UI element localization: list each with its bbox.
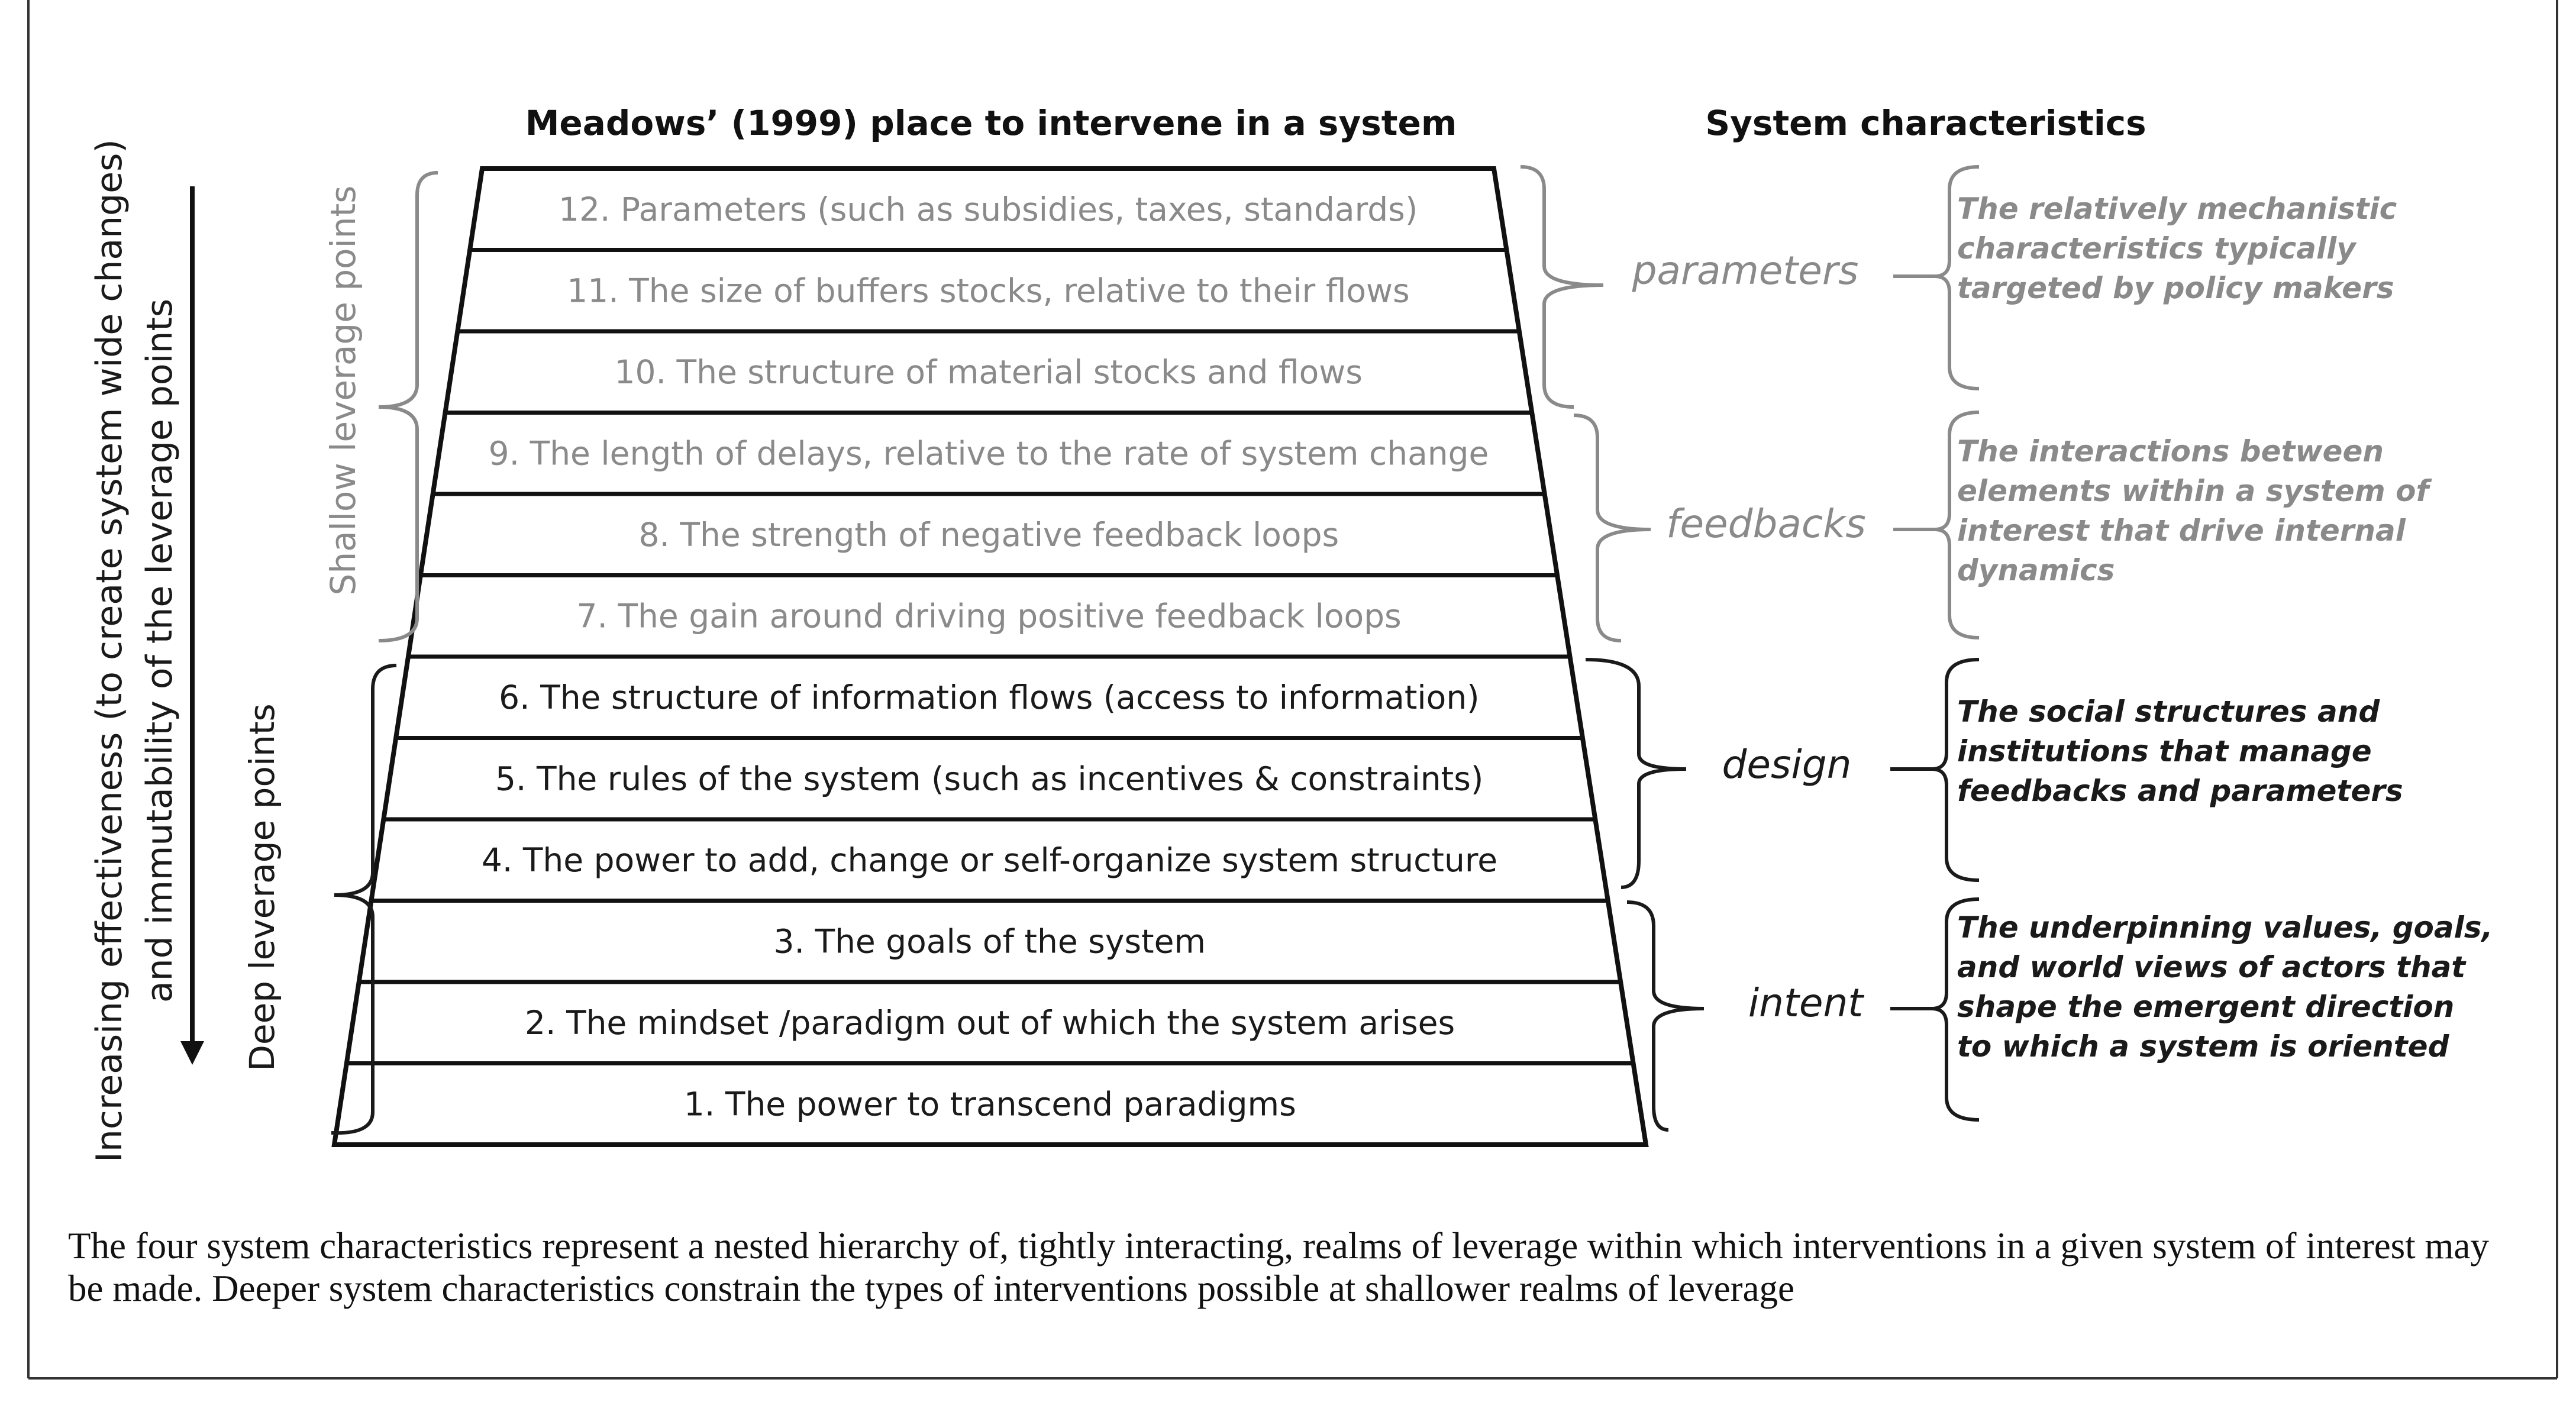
lever-row-label: 10. The structure of material stocks and… bbox=[615, 353, 1363, 391]
description-line: The underpinning values, goals, bbox=[1957, 910, 2493, 945]
lever-row-label: 9. The length of delays, relative to the… bbox=[489, 434, 1489, 472]
realm-parameters: parameters bbox=[1632, 248, 1859, 293]
description-line: institutions that manage bbox=[1957, 734, 2372, 768]
realm-descriptions: The relatively mechanistic characteristic… bbox=[1957, 192, 2493, 1064]
description-line: targeted by policy makers bbox=[1957, 271, 2394, 305]
lever-row-label: 12. Parameters (such as subsidies, taxes… bbox=[559, 190, 1418, 228]
lever-row-label: 4. The power to add, change or self-orga… bbox=[482, 841, 1497, 879]
description-line: The interactions between bbox=[1957, 434, 2384, 469]
description-line: feedbacks and parameters bbox=[1957, 774, 2403, 808]
description-line: dynamics bbox=[1957, 553, 2115, 587]
shallow-bracket bbox=[378, 171, 438, 642]
lever-row-label: 5. The rules of the system (such as ince… bbox=[495, 760, 1483, 797]
lever-row-label: 2. The mindset /paradigm out of which th… bbox=[525, 1004, 1455, 1042]
shallow-leverage-label: Shallow leverage points bbox=[323, 186, 363, 596]
deep-bracket bbox=[331, 664, 397, 1135]
lever-row-label: 8. The strength of negative feedback loo… bbox=[638, 516, 1339, 554]
realm-description-parameters: The relatively mechanistic characteristic… bbox=[1957, 192, 2397, 305]
parameters-brace bbox=[1520, 165, 1604, 409]
lever-row-label: 6. The structure of information flows (a… bbox=[499, 679, 1480, 716]
description-line: The relatively mechanistic bbox=[1957, 192, 2397, 226]
description-line: and world views of actors that bbox=[1957, 950, 2467, 984]
description-line: shape the emergent direction bbox=[1957, 990, 2454, 1024]
realm-feedbacks: feedbacks bbox=[1666, 501, 1866, 547]
lever-row-label: 7. The gain around driving positive feed… bbox=[576, 597, 1401, 635]
realm-design: design bbox=[1722, 742, 1852, 787]
lever-row-label: 3. The goals of the system bbox=[774, 922, 1206, 960]
realm-description-design: The social structures and institutions th… bbox=[1957, 694, 2403, 808]
description-line: to which a system is oriented bbox=[1957, 1029, 2450, 1064]
realm-intent: intent bbox=[1748, 980, 1864, 1026]
effectiveness-label-line2: and immutability of the leverage points bbox=[139, 299, 180, 1003]
deep-leverage-label: Deep leverage points bbox=[242, 703, 282, 1071]
lever-row-label: 1. The power to transcend paradigms bbox=[684, 1085, 1296, 1123]
leverage-ladder: 12. Parameters (such as subsidies, taxes… bbox=[331, 166, 1649, 1147]
design-desc-bracket bbox=[1931, 658, 1980, 882]
realm-description-intent: The underpinning values, goals, and world… bbox=[1957, 910, 2493, 1064]
heading-system-characteristics: System characteristics bbox=[1705, 103, 2146, 143]
figure-caption: The four system characteristics represen… bbox=[68, 1225, 2489, 1309]
design-brace bbox=[1585, 658, 1687, 889]
effectiveness-arrowhead bbox=[180, 1041, 204, 1065]
parameters-desc-bracket bbox=[1934, 165, 1980, 390]
feedbacks-desc-bracket bbox=[1934, 411, 1980, 639]
feedbacks-brace bbox=[1573, 414, 1651, 642]
description-line: The social structures and bbox=[1957, 694, 2380, 729]
description-line: interest that drive internal bbox=[1957, 513, 2406, 548]
effectiveness-label-line1: Increasing effectiveness (to create syst… bbox=[89, 139, 130, 1162]
intent-brace bbox=[1626, 900, 1705, 1132]
lever-row-label: 11. The size of buffers stocks, relative… bbox=[567, 272, 1409, 309]
realm-description-feedbacks: The interactions between elements within … bbox=[1957, 434, 2432, 587]
heading-meadows: Meadows’ (1999) place to intervene in a … bbox=[525, 103, 1457, 143]
description-line: characteristics typically bbox=[1957, 231, 2357, 266]
intent-desc-bracket bbox=[1931, 897, 1980, 1122]
description-line: elements within a system of bbox=[1957, 474, 2432, 508]
